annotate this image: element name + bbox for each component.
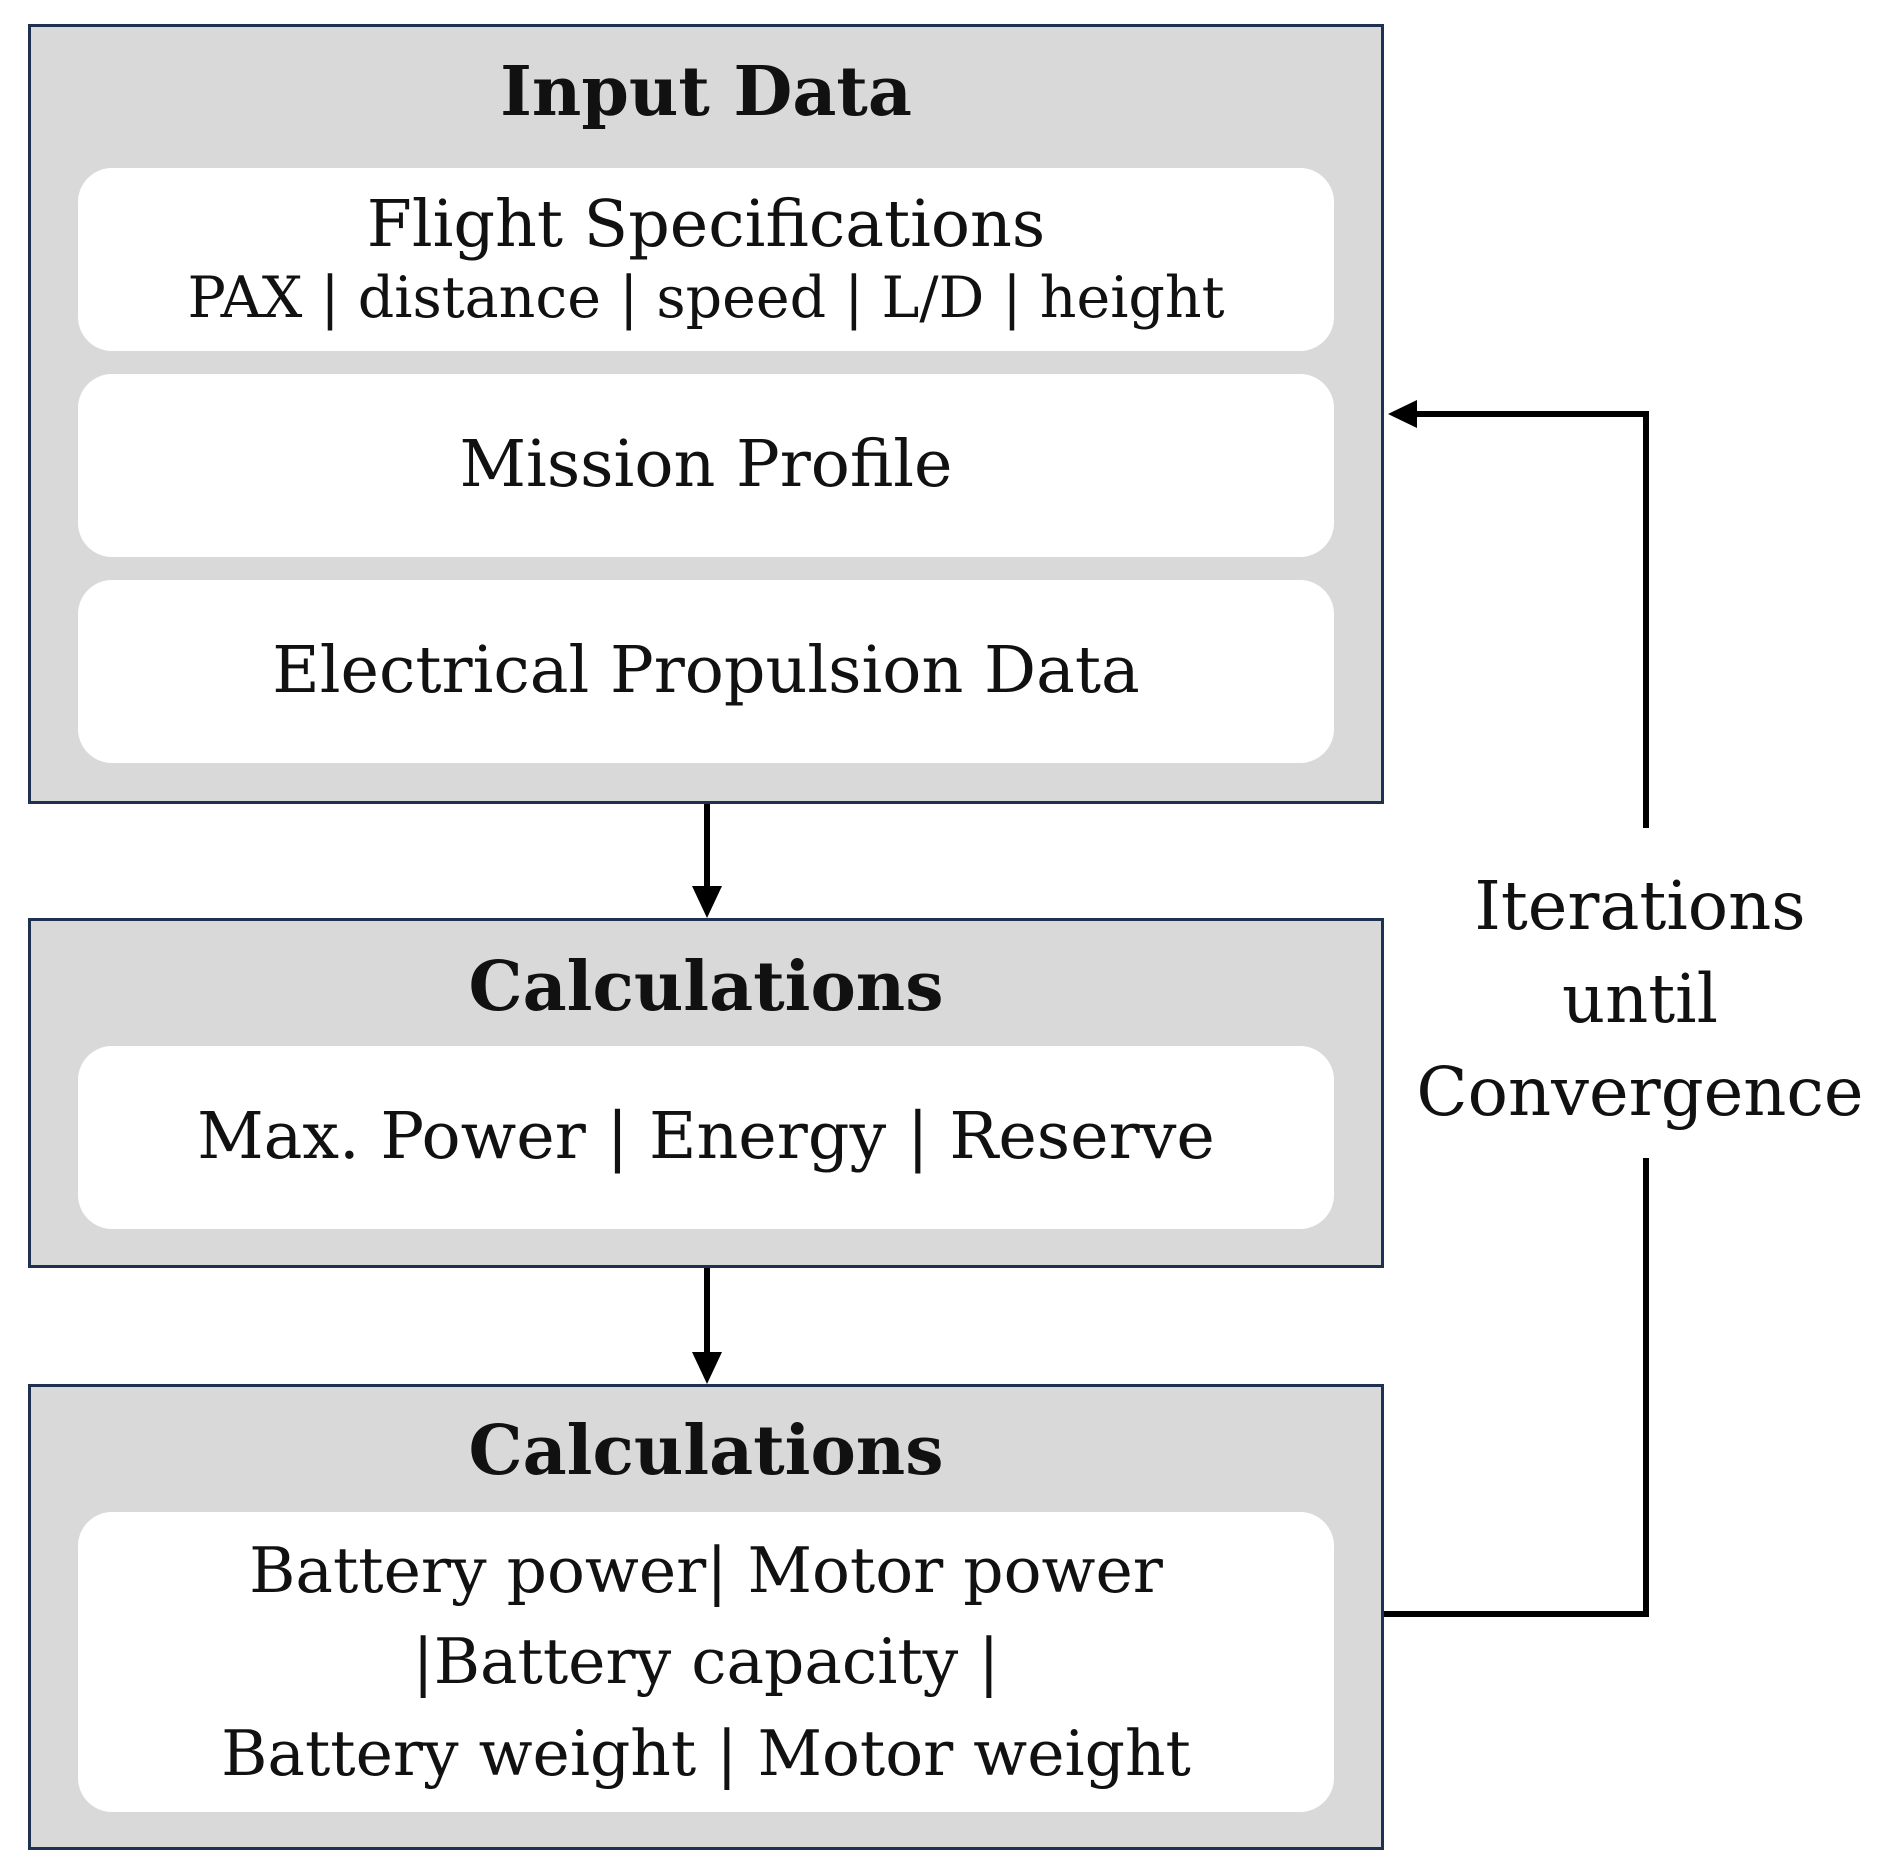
iteration-label-line-1: Iterations [1474, 867, 1806, 945]
electrical-propulsion-data-label: Electrical Propulsion Data [272, 633, 1140, 709]
input-data-panel: Input Data Flight Specifications PAX | d… [28, 24, 1384, 804]
calculations-panel-1: Calculations Max. Power | Energy | Reser… [28, 918, 1384, 1268]
iteration-label: Iterations until Convergence [1390, 860, 1884, 1139]
mission-profile-label: Mission Profile [459, 427, 953, 503]
arrow-input-to-calculations [692, 804, 722, 918]
power-energy-reserve-label: Max. Power | Energy | Reserve [197, 1099, 1215, 1175]
calculations-2-title: Calculations [468, 1411, 944, 1491]
results-line-2: |Battery capacity | [412, 1625, 1000, 1699]
iteration-label-line-2: until [1561, 960, 1719, 1038]
flight-specifications-box: Flight Specifications PAX | distance | s… [78, 168, 1334, 351]
electrical-propulsion-data-box: Electrical Propulsion Data [78, 580, 1334, 763]
mission-profile-box: Mission Profile [78, 374, 1334, 557]
results-line-1: Battery power| Motor power [249, 1533, 1163, 1607]
flight-specifications-title: Flight Specifications [366, 186, 1046, 262]
arrow-calculations-to-calculations [692, 1268, 722, 1384]
battery-motor-results-box: Battery power| Motor power |Battery capa… [78, 1512, 1334, 1812]
results-line-3: Battery weight | Motor weight [221, 1716, 1191, 1790]
flight-specifications-params: PAX | distance | speed | L/D | height [187, 264, 1225, 331]
calculations-1-title: Calculations [468, 947, 944, 1027]
calculations-panel-2: Calculations Battery power| Motor power … [28, 1384, 1384, 1850]
power-energy-reserve-box: Max. Power | Energy | Reserve [78, 1046, 1334, 1229]
iteration-label-line-3: Convergence [1416, 1053, 1864, 1131]
input-data-title: Input Data [500, 52, 912, 132]
